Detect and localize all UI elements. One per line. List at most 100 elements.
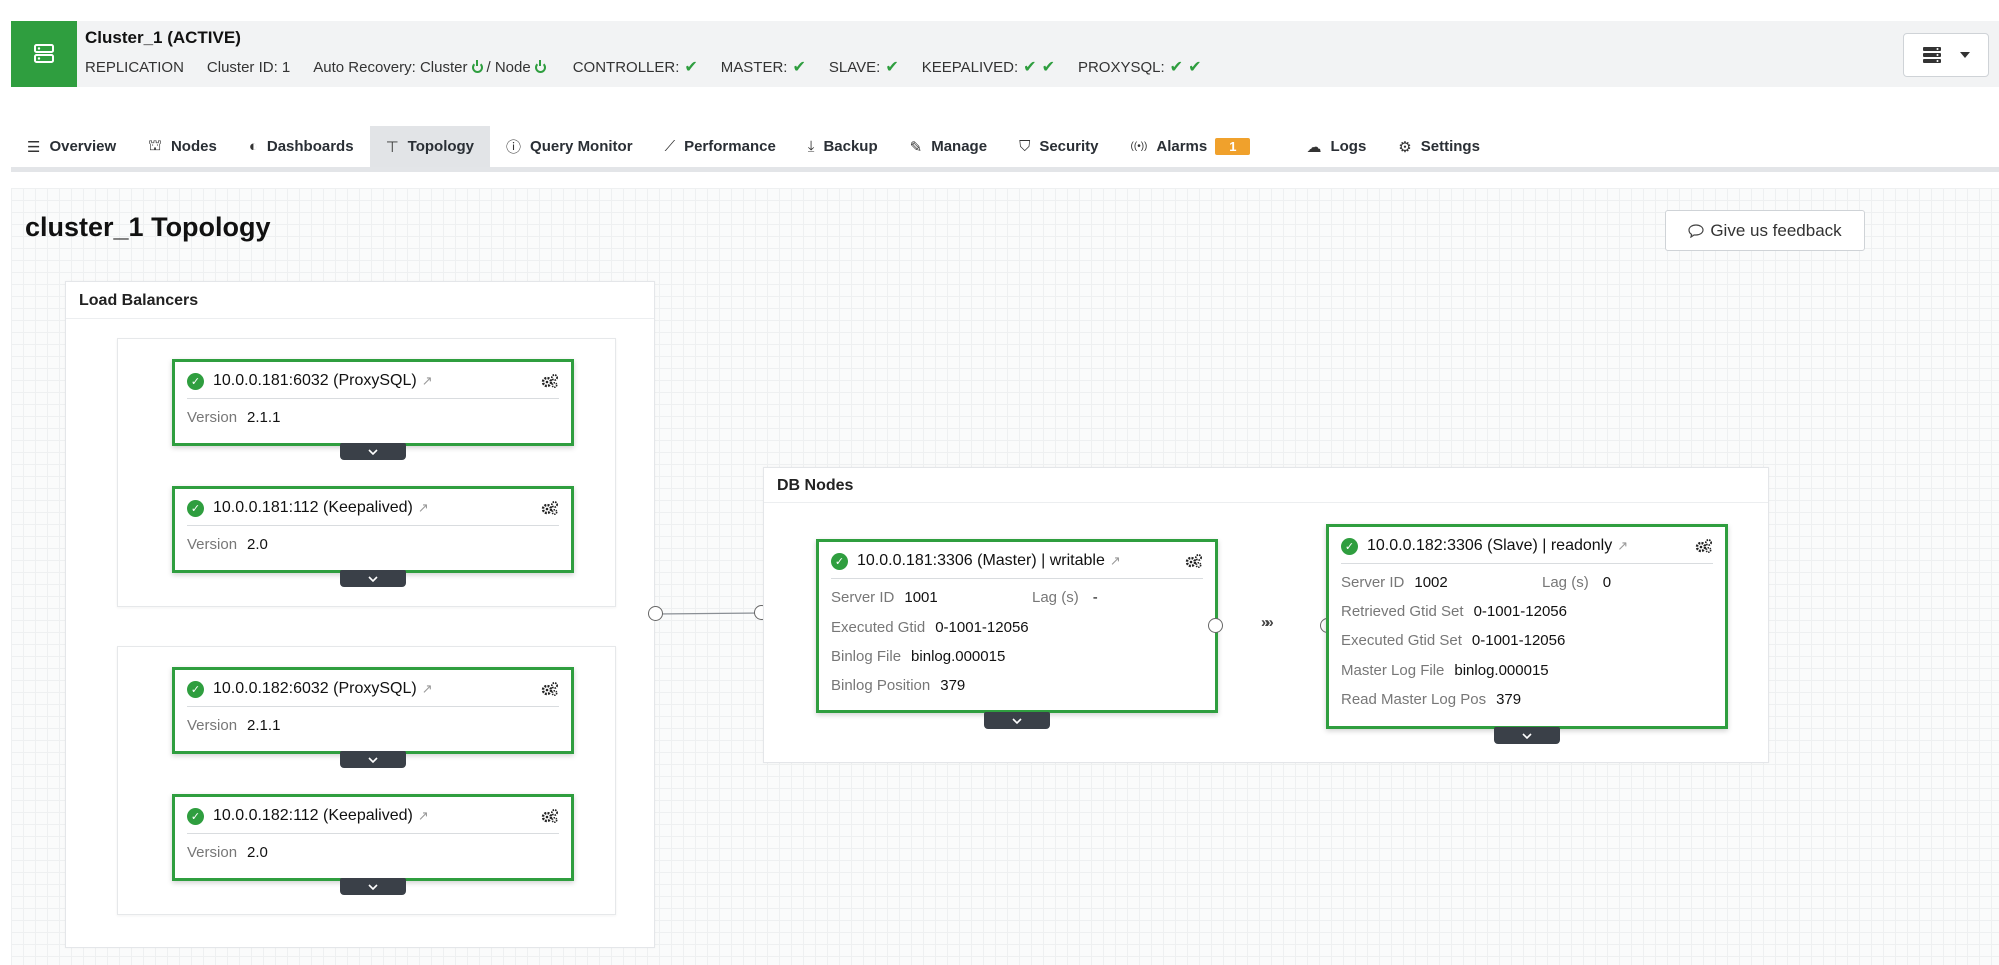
row-value: binlog.000015 xyxy=(1454,662,1549,679)
node-header: ✓ 10.0.0.182:6032 (ProxySQL) ↗ xyxy=(187,678,559,700)
download-icon: ⤓ xyxy=(807,138,815,155)
tab-label: Query Monitor xyxy=(530,138,633,155)
check-icon: ✔ xyxy=(1041,59,1055,76)
line-chart-icon: ⟋ xyxy=(664,138,676,155)
tab-label: Backup xyxy=(823,138,878,155)
row-value: 379 xyxy=(940,677,966,694)
tab-label: Manage xyxy=(931,138,988,155)
divider xyxy=(66,318,654,319)
keepalived-label: KEEPALIVED: xyxy=(921,58,1019,76)
replication-arrow-icon: »» xyxy=(1261,614,1274,631)
gears-icon[interactable] xyxy=(541,373,559,389)
tab-backup[interactable]: ⤓ Backup xyxy=(792,126,894,167)
expand-toggle[interactable] xyxy=(340,878,406,895)
expand-toggle[interactable] xyxy=(340,751,406,768)
check-icon: ✔ xyxy=(684,59,698,76)
cloud-icon: ☁ xyxy=(1306,138,1322,156)
node-row: Binlog Position 379 xyxy=(831,677,965,694)
external-link-icon[interactable]: ↗ xyxy=(1109,553,1121,568)
tab-label: Security xyxy=(1039,138,1099,155)
tab-overview[interactable]: ☰Overview xyxy=(11,126,132,167)
tab-performance[interactable]: ⟋Performance xyxy=(649,126,792,167)
expand-toggle[interactable] xyxy=(340,570,406,587)
node-header: ✓ 10.0.0.182:112 (Keepalived) ↗ xyxy=(187,805,559,827)
master-status: MASTER: ✔ xyxy=(721,57,806,77)
connection-port[interactable] xyxy=(648,606,663,621)
divider xyxy=(764,502,1768,503)
node-recovery-power-icon[interactable] xyxy=(534,59,546,73)
server-icon xyxy=(11,21,77,87)
tab-nodes[interactable]: ⛫ Nodes xyxy=(132,126,233,167)
check-icon: ✔ xyxy=(885,59,899,76)
row-value: 1002 xyxy=(1414,574,1448,591)
sitemap-icon: ⛫ xyxy=(148,137,162,154)
row-label: Binlog File xyxy=(831,648,902,665)
tab-topology[interactable]: ⊤Topology xyxy=(369,126,491,167)
tab-label: Dashboards xyxy=(266,138,354,155)
wrench-icon: ✎ xyxy=(909,138,923,156)
node-header: ✓ 10.0.0.181:112 (Keepalived) ↗ xyxy=(187,497,559,519)
gears-icon[interactable] xyxy=(541,808,559,824)
check-circle-icon: ✓ xyxy=(187,680,204,698)
topology-icon: ⊤ xyxy=(385,138,399,156)
external-link-icon[interactable]: ↗ xyxy=(417,500,429,515)
check-icon: ✔ xyxy=(1169,59,1184,76)
external-link-icon[interactable]: ↗ xyxy=(421,681,433,696)
chevron-down-icon xyxy=(1012,717,1022,724)
controller-status: CONTROLLER: ✔ xyxy=(573,57,698,77)
tab-query-monitor[interactable]: ⓘ Query Monitor xyxy=(490,126,649,167)
row-value: 0-1001-12056 xyxy=(1471,632,1566,649)
external-link-icon[interactable]: ↗ xyxy=(417,808,429,823)
slave-node-card[interactable]: ✓ 10.0.0.182:3306 (Slave) | readonly ↗ S… xyxy=(1326,524,1728,729)
external-link-icon[interactable]: ↗ xyxy=(421,373,433,388)
node-row: Version 2.1.1 xyxy=(187,409,280,426)
row-label: Version xyxy=(187,844,238,861)
shield-icon: ⛉ xyxy=(1019,138,1031,155)
master-node-card[interactable]: ✓ 10.0.0.181:3306 (Master) | writable ↗ … xyxy=(816,539,1218,713)
tab-logs[interactable]: ☁ Logs xyxy=(1266,126,1382,167)
dashboard-icon: ◐ xyxy=(248,138,258,155)
connection-port[interactable] xyxy=(1208,618,1223,633)
slave-label: SLAVE: xyxy=(828,58,881,76)
node-name: 10.0.0.181:6032 (ProxySQL) xyxy=(213,372,417,389)
cluster-actions-dropdown[interactable] xyxy=(1903,33,1989,77)
proxysql-status: PROXYSQL: ✔ ✔ xyxy=(1078,57,1202,77)
tab-label: Nodes xyxy=(170,138,217,155)
page-title: cluster_1 Topology xyxy=(25,212,271,242)
gears-icon[interactable] xyxy=(1695,538,1713,554)
proxysql-label: PROXYSQL: xyxy=(1077,58,1165,76)
info-icon: ⓘ xyxy=(506,139,522,156)
row-label: Binlog Position xyxy=(831,677,931,694)
gears-icon[interactable] xyxy=(541,500,559,516)
node-name: 10.0.0.182:3306 (Slave) | readonly xyxy=(1367,537,1613,554)
cluster-status-row: REPLICATION Cluster ID: 1 Auto Recovery:… xyxy=(85,57,1224,77)
row-value: 2.1.1 xyxy=(247,409,281,426)
gears-icon[interactable] xyxy=(541,681,559,697)
check-icon: ✔ xyxy=(1023,59,1037,76)
auto-recovery-node-label: / Node xyxy=(486,58,531,76)
gear-icon: ⚙ xyxy=(1398,138,1412,156)
cluster-recovery-power-icon[interactable] xyxy=(471,59,483,73)
row-label: Version xyxy=(187,409,238,426)
row-value: 379 xyxy=(1496,691,1522,708)
alarm-count-badge: 1 xyxy=(1215,138,1251,155)
tab-dashboards[interactable]: ◐ Dashboards xyxy=(233,126,370,167)
tab-security[interactable]: ⛉ Security xyxy=(1003,126,1114,167)
tab-manage[interactable]: ✎ Manage xyxy=(894,126,1003,167)
expand-toggle[interactable] xyxy=(340,443,406,460)
external-link-icon[interactable]: ↗ xyxy=(1617,538,1629,553)
give-feedback-button[interactable]: Give us feedback xyxy=(1665,210,1865,251)
tab-settings[interactable]: ⚙Settings xyxy=(1382,126,1496,167)
gears-icon[interactable] xyxy=(1185,553,1203,569)
expand-toggle[interactable] xyxy=(1494,727,1560,744)
caret-down-icon xyxy=(1960,52,1970,58)
auto-recovery: Auto Recovery: Cluster / Node xyxy=(313,59,549,76)
expand-toggle[interactable] xyxy=(984,712,1050,729)
tab-label: Logs xyxy=(1330,138,1367,155)
